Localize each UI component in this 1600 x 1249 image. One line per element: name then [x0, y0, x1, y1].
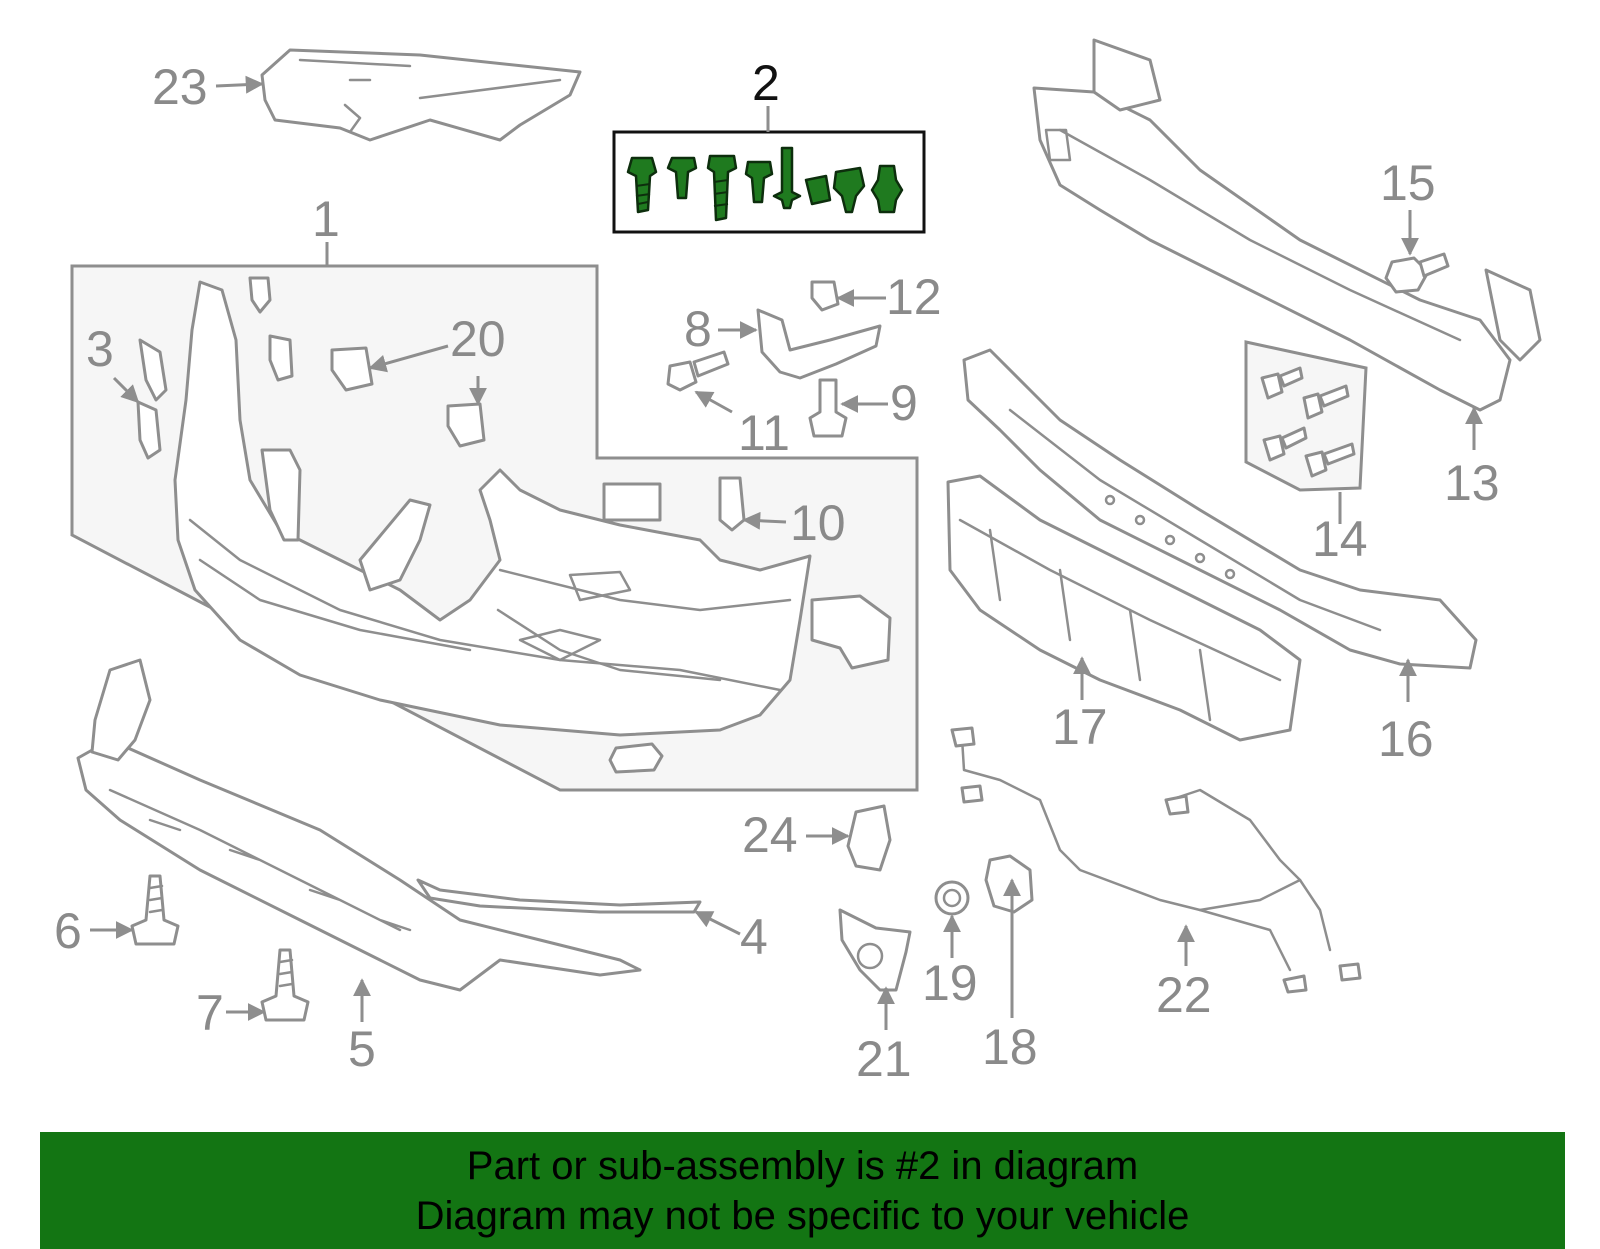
callout-15: 15 — [1380, 155, 1436, 211]
callout-10: 10 — [790, 495, 846, 551]
callout-21: 21 — [856, 1031, 912, 1087]
part-16-impact-bar — [962, 348, 1478, 670]
part-19-ring — [934, 880, 970, 916]
part-12-clip — [810, 280, 840, 312]
footer-line-1: Part or sub-assembly is #2 in diagram — [466, 1143, 1139, 1188]
footer-banner: Part or sub-assembly is #2 in diagram Di… — [40, 1132, 1565, 1249]
fastener-1 — [626, 156, 658, 214]
callout-12: 12 — [886, 269, 942, 325]
fastener-8 — [870, 164, 904, 214]
callout-19: 19 — [922, 955, 978, 1011]
leader-lines — [90, 75, 1483, 1030]
callout-23: 23 — [152, 59, 208, 115]
part-18-sensor — [984, 854, 1034, 914]
callout-14: 14 — [1312, 511, 1368, 567]
callout-numbers: 23 2 1 3 20 8 12 9 11 10 15 13 14 16 17 … — [54, 55, 1500, 1087]
part-5-lower-deflector — [76, 658, 642, 992]
footer-line-2: Diagram may not be specific to your vehi… — [415, 1193, 1190, 1238]
callout-16: 16 — [1378, 711, 1434, 767]
fastener-4 — [744, 160, 774, 204]
callout-8: 8 — [684, 301, 712, 357]
fastener-6 — [804, 174, 832, 206]
part-6-screw — [130, 874, 180, 946]
fastener-7 — [832, 166, 866, 214]
part-14-bolt-set — [1244, 340, 1368, 492]
callout-17: 17 — [1052, 699, 1108, 755]
callout-13: 13 — [1444, 455, 1500, 511]
part-23-upper-bracket — [260, 48, 582, 142]
callout-2: 2 — [752, 55, 780, 111]
part-17-energy-absorber — [946, 474, 1302, 742]
fastener-5 — [772, 146, 802, 210]
part-15-pin — [1384, 252, 1450, 294]
fastener-2 — [666, 156, 698, 200]
callout-24: 24 — [742, 807, 798, 863]
callout-18: 18 — [982, 1019, 1038, 1075]
part-21-bracket — [838, 908, 912, 992]
part-7-screw — [260, 948, 310, 1022]
callout-1: 1 — [312, 191, 340, 247]
part-4-trim-strip — [416, 878, 702, 914]
part-22-wiring-harness — [950, 726, 1362, 994]
callout-4: 4 — [740, 909, 768, 965]
callout-20: 20 — [450, 311, 506, 367]
part-9-bolt — [808, 378, 848, 438]
callout-5: 5 — [348, 1021, 376, 1077]
callout-22: 22 — [1156, 967, 1212, 1023]
callout-3: 3 — [86, 321, 114, 377]
part-8-bracket — [756, 308, 882, 380]
fastener-3 — [706, 154, 738, 222]
callout-9: 9 — [890, 375, 918, 431]
callout-11: 11 — [738, 405, 790, 461]
callout-7: 7 — [196, 985, 224, 1041]
part-24-bracket — [846, 804, 892, 872]
fastener-kit-box — [612, 130, 926, 234]
part-11-bolt — [666, 350, 730, 392]
callout-6: 6 — [54, 903, 82, 959]
part-13-reinforcement-beam — [1032, 38, 1542, 412]
bumper-cover-panel — [70, 264, 919, 792]
